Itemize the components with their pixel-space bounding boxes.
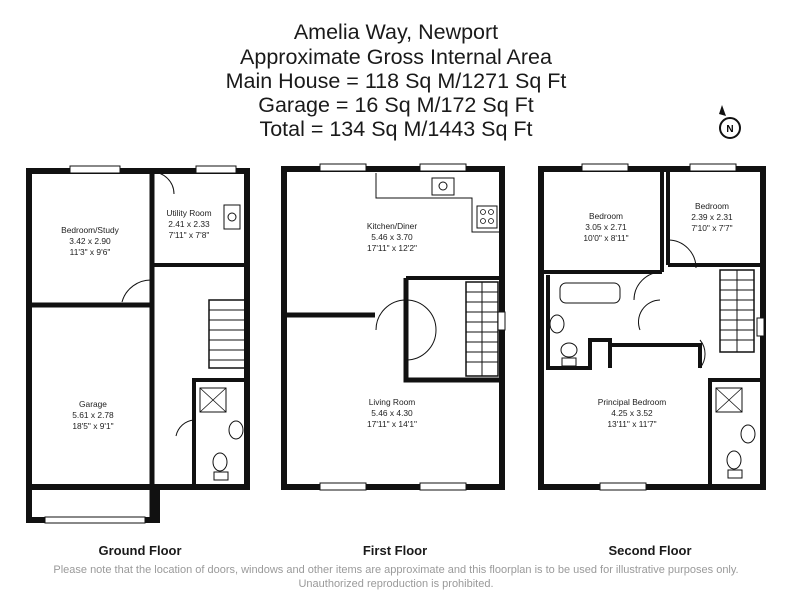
bedroom-1-metric: 3.05 x 2.71 (585, 222, 627, 232)
room-labels: Bedroom/Study 3.42 x 2.90 11'3" x 9'6" U… (61, 201, 733, 431)
kitchen-diner-name: Kitchen/Diner (367, 221, 417, 231)
first-floor-label: First Floor (362, 543, 428, 558)
compass-letter: N (726, 124, 733, 135)
principal-bedroom-imperial: 13'11" x 11'7" (607, 419, 656, 429)
disclaimer-text: Please note that the location of doors, … (53, 564, 739, 590)
title-line-2: Approximate Gross Internal Area (240, 45, 552, 69)
utility-room-imperial: 7'11" x 7'8" (169, 230, 210, 240)
title-line-1: Amelia Way, Newport (293, 20, 499, 44)
principal-bedroom-name: Principal Bedroom (598, 397, 666, 407)
bedroom-2-name: Bedroom (695, 201, 729, 211)
second-floor-plan (538, 163, 766, 491)
principal-bedroom-metric: 4.25 x 3.52 (611, 408, 653, 418)
garage-metric: 5.61 x 2.78 (72, 410, 114, 420)
living-room-metric: 5.46 x 4.30 (371, 408, 413, 418)
kitchen-diner-imperial: 17'11" x 12'2" (367, 243, 417, 253)
bedroom-study-imperial: 11'3" x 9'6" (70, 247, 111, 257)
living-room-name: Living Room (369, 397, 416, 407)
compass-north-icon: N (719, 105, 741, 139)
title-line-4: Garage = 16 Sq M/172 Sq Ft (258, 93, 534, 117)
utility-room-name: Utility Room (166, 208, 211, 218)
bedroom-1-name: Bedroom (589, 211, 623, 221)
bedroom-2-metric: 2.39 x 2.31 (691, 212, 733, 222)
ground-floor-plan (26, 165, 250, 524)
kitchen-diner-metric: 5.46 x 3.70 (371, 232, 413, 242)
title-line-3: Main House = 118 Sq M/1271 Sq Ft (225, 69, 567, 93)
living-room-imperial: 17'11" x 14'1" (367, 419, 417, 429)
bedroom-1-imperial: 10'0" x 8'11" (583, 233, 628, 243)
garage-imperial: 18'5" x 9'1" (72, 421, 113, 431)
bedroom-study-name: Bedroom/Study (61, 225, 120, 235)
garage-name: Garage (79, 399, 107, 409)
first-floor-plan (281, 163, 506, 491)
bedroom-2-imperial: 7'10" x 7'7" (691, 223, 732, 233)
second-floor-label: Second Floor (608, 543, 692, 558)
ground-floor-label: Ground Floor (98, 543, 182, 558)
bedroom-study-metric: 3.42 x 2.90 (69, 236, 111, 246)
utility-room-metric: 2.41 x 2.33 (168, 219, 210, 229)
title-line-5: Total = 134 Sq M/1443 Sq Ft (259, 117, 533, 141)
